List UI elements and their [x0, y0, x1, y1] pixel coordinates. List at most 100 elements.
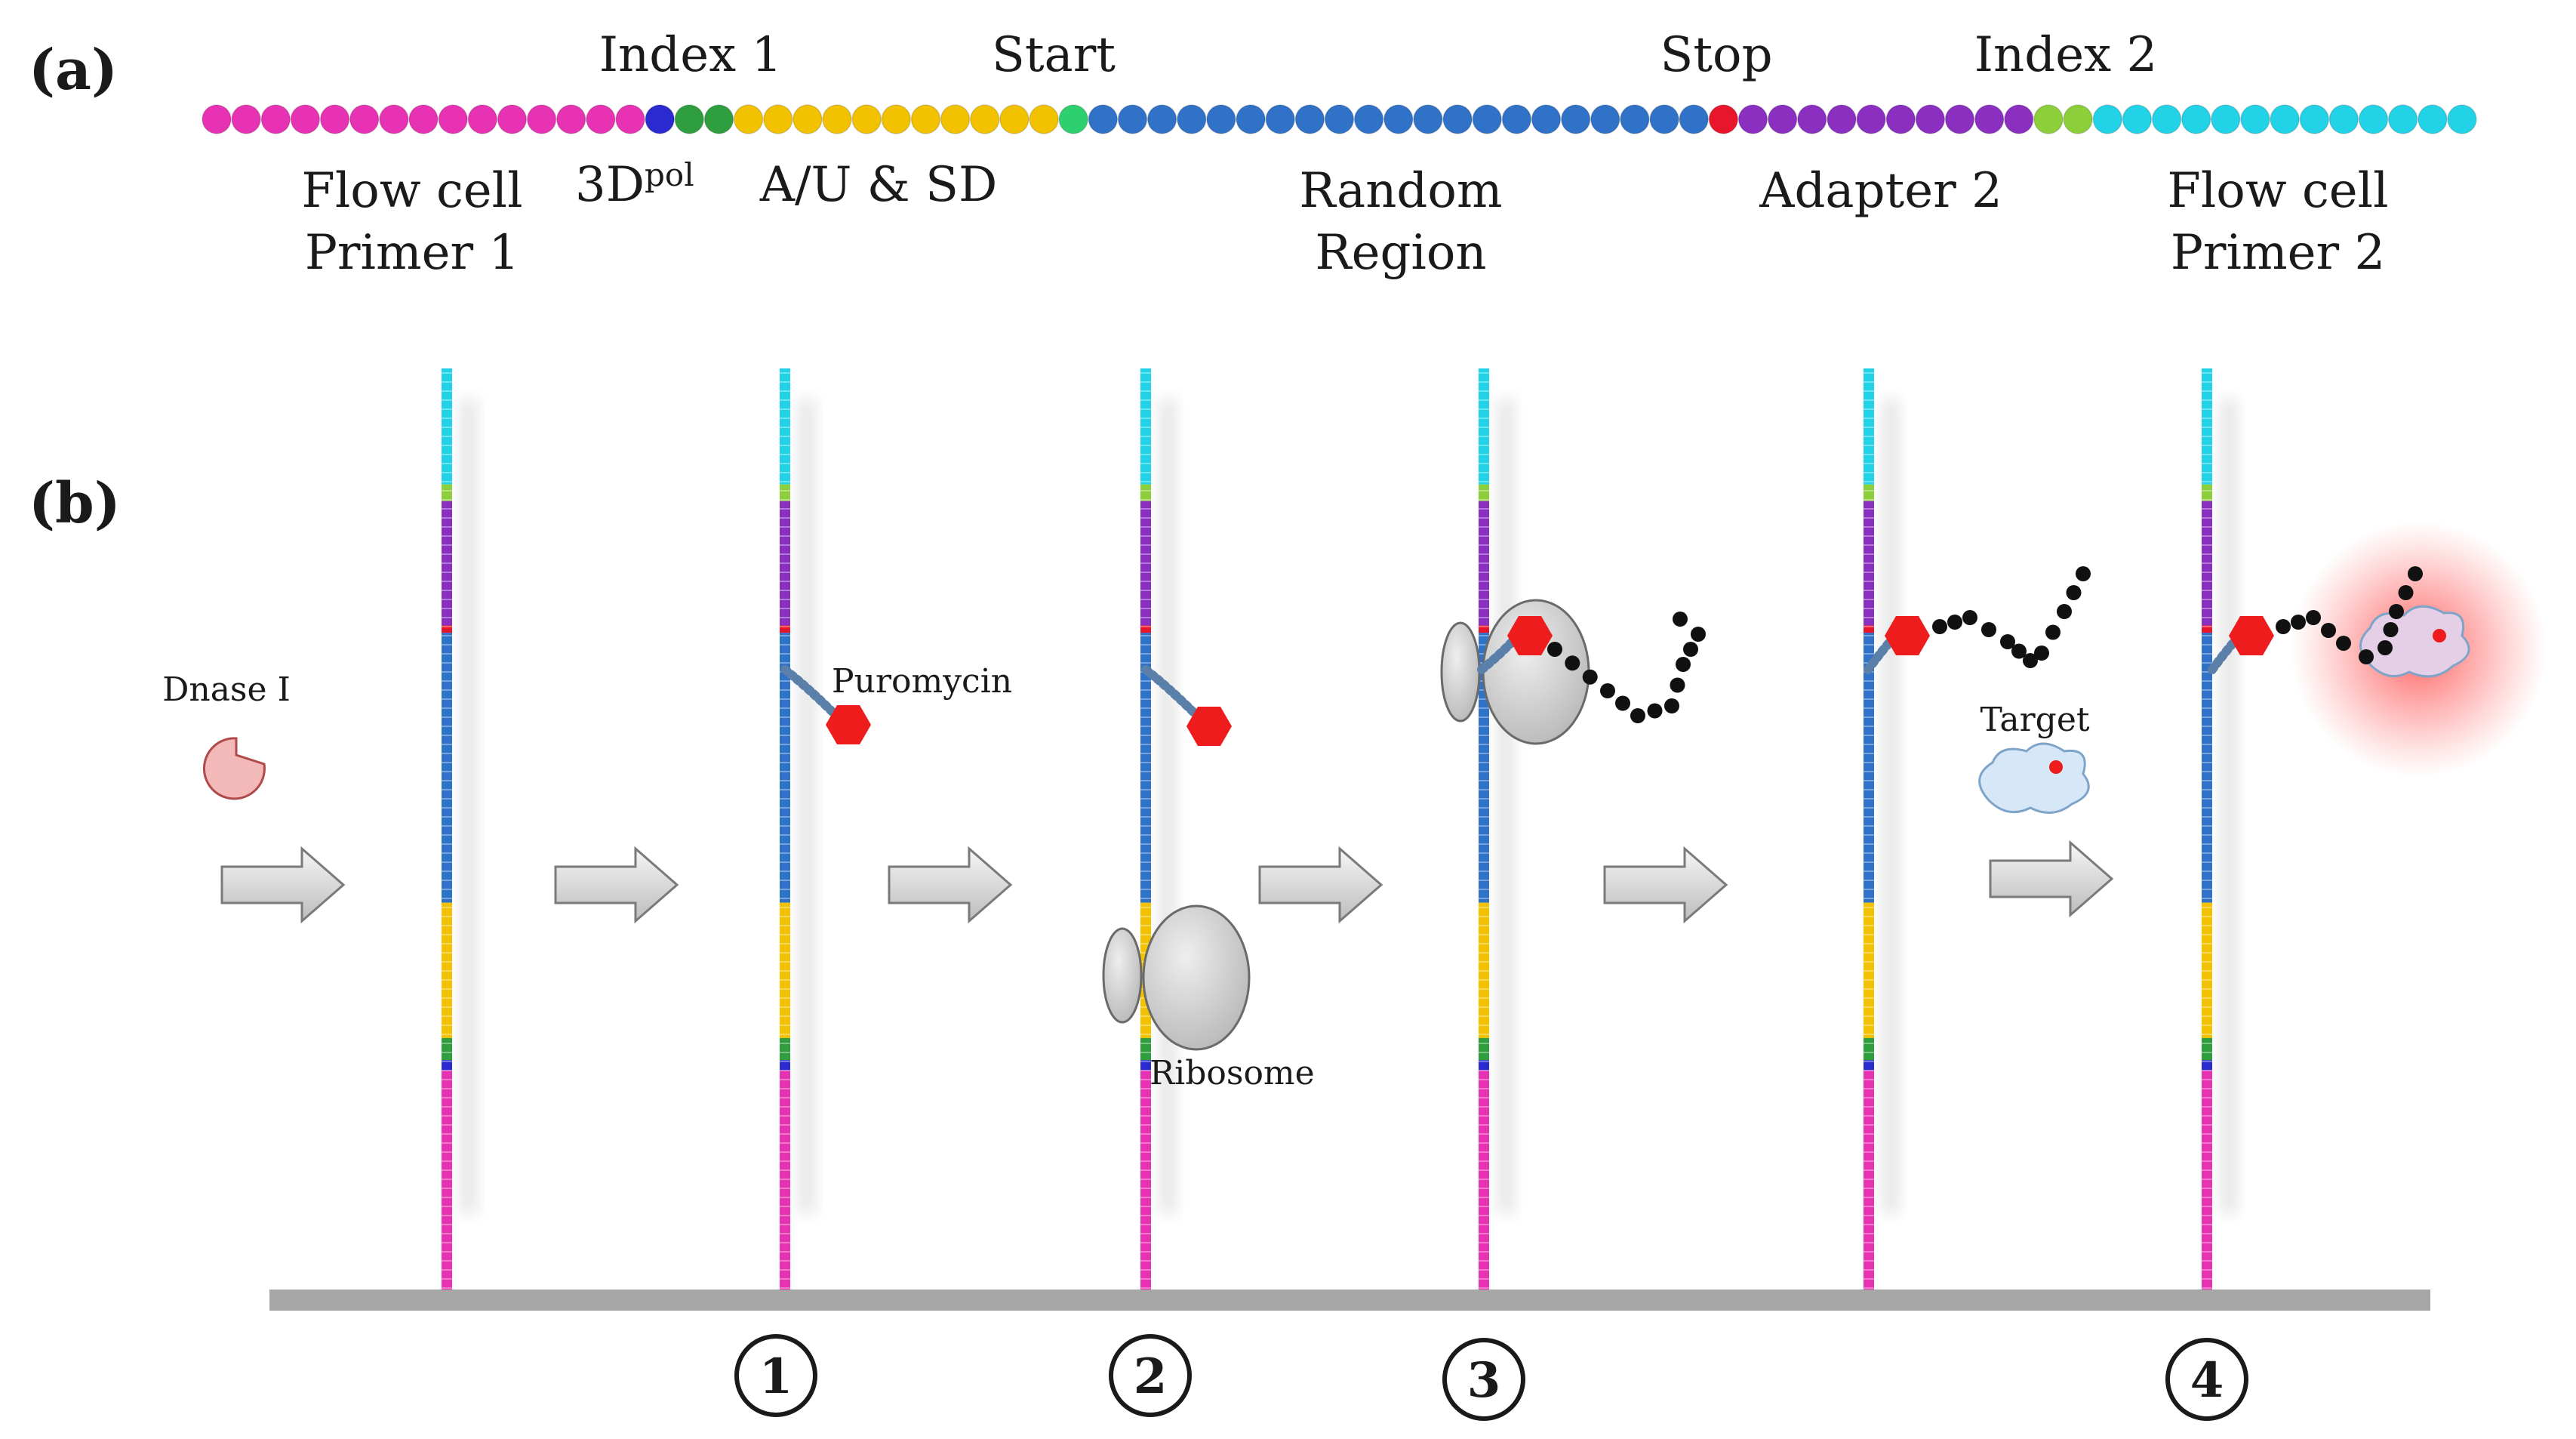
bead-flow-cell-primer-2	[2151, 104, 2182, 134]
label-flow-cell-primer-2-line2: Primer 2	[2171, 225, 2385, 281]
peptide-bead	[1673, 612, 1688, 627]
strand-2-index-1	[780, 1037, 790, 1061]
bead-au-sd	[940, 104, 971, 134]
strand-shadow	[460, 399, 477, 1214]
strand-1-index-1	[442, 1037, 452, 1061]
puromycin-hexagon-2-icon	[1186, 707, 1232, 746]
process-arrow-4	[1258, 846, 1383, 924]
bead-random-region	[1472, 104, 1502, 134]
peptide-bead	[2389, 604, 2404, 619]
bead-random-region	[1294, 104, 1325, 134]
label-random-region-line2: Region	[1315, 225, 1486, 281]
strand-1-au-sd	[442, 902, 452, 1038]
bead-flow-cell-primer-2	[2240, 104, 2270, 134]
process-arrow-1	[220, 846, 346, 924]
strand-1-flow-cell-primer-2	[442, 368, 452, 485]
peptide-bead	[2321, 623, 2336, 638]
label-index-1: Index 1	[599, 27, 783, 83]
bead-flow-cell-primer-1	[586, 104, 616, 134]
bead-flow-cell-primer-2	[2328, 104, 2359, 134]
bead-stop	[1708, 104, 1739, 134]
bead-random-region	[1620, 104, 1650, 134]
strand-4-flow-cell-primer-1	[1479, 1070, 1489, 1290]
strand-2-flow-cell-primer-1	[780, 1070, 790, 1290]
label-flow-cell-primer-1-line2: Primer 1	[305, 225, 519, 281]
peptide-chain-4	[1932, 566, 2091, 668]
bead-au-sd	[999, 104, 1029, 134]
bead-flow-cell-primer-2	[2270, 104, 2300, 134]
strand-3-translation	[1440, 599, 1706, 745]
peptide-bead	[2336, 636, 2351, 651]
strand-6-random-region	[2202, 633, 2212, 903]
target-red-dot-icon	[2049, 760, 2063, 774]
bead-flow-cell-primer-1	[202, 104, 232, 134]
strand-5-target-binding	[2208, 521, 2547, 778]
bound-target-cloud-icon	[2359, 605, 2470, 678]
strand-1-stop	[442, 625, 452, 633]
puromycin-hexagon-3-icon	[1507, 616, 1553, 655]
strand-6-au-sd	[2202, 902, 2212, 1038]
target-cloud-icon	[1978, 742, 2090, 814]
dnase-i: Dnase I	[162, 670, 291, 800]
peptide-bead	[2276, 619, 2291, 634]
step-1-circle	[734, 1334, 817, 1417]
bead-adapter-2	[1797, 104, 1827, 134]
step-4-circle	[2165, 1338, 2248, 1421]
bead-flow-cell-primer-1	[231, 104, 261, 134]
process-arrow-2	[554, 846, 679, 924]
puromycin-hexagon-icon	[826, 705, 871, 744]
bead-random-region	[1117, 104, 1148, 134]
peptide-bead	[1981, 622, 1996, 637]
bead-adapter-2	[1915, 104, 1946, 134]
bead-flow-cell-primer-2	[2418, 104, 2448, 134]
process-arrow-5	[1603, 846, 1728, 924]
strand-4-stop	[1479, 625, 1489, 633]
panel-b-label: (b)	[29, 471, 121, 536]
peptide-bead	[1962, 610, 1977, 625]
peptide-bead	[2000, 634, 2015, 649]
panel-b: (b) Dnase I Puromycin	[29, 368, 2547, 1421]
strand-shadow	[1497, 399, 1514, 1214]
bead-random-region	[1383, 104, 1414, 134]
bead-random-region	[1177, 104, 1207, 134]
peptide-bead	[2291, 615, 2306, 630]
bead-random-region	[1413, 104, 1443, 134]
bead-adapter-2	[1737, 104, 1768, 134]
bead-random-region	[1236, 104, 1266, 134]
bead-flow-cell-primer-1	[379, 104, 409, 134]
process-arrow-6	[1989, 840, 2114, 918]
strand-2-3dpol	[780, 1060, 790, 1071]
strand-4-au-sd	[1479, 902, 1489, 1038]
dnase-label: Dnase I	[162, 670, 291, 709]
peptide-bead	[1683, 642, 1698, 657]
bead-random-region	[1146, 104, 1177, 134]
puromycin-label: Puromycin	[832, 662, 1012, 701]
strand-3-random-region	[1140, 633, 1151, 903]
flow-cell-surface	[269, 1290, 2430, 1311]
peptide-bead	[2066, 585, 2082, 600]
strand-6-stop	[2202, 625, 2212, 633]
strand-2-ribosome: Ribosome	[1102, 665, 1315, 1092]
peptide-bead	[1947, 615, 1962, 630]
peptide-bead	[2045, 624, 2060, 640]
peptide-bead	[1691, 627, 1706, 642]
strand-3-3dpol	[1140, 1060, 1151, 1071]
bead-au-sd	[851, 104, 882, 134]
bead-adapter-2	[1944, 104, 1975, 134]
strand-6-3dpol	[2202, 1060, 2212, 1071]
strand-1-flow-cell-primer-1	[442, 1070, 452, 1290]
bead-random-region	[1324, 104, 1355, 134]
label-3dpol-superscript: pol	[645, 156, 694, 193]
strand-4-adapter-2	[1479, 501, 1489, 626]
bead-flow-cell-primer-1	[438, 104, 468, 134]
bead-index-1	[703, 104, 734, 134]
step-3-number: 3	[1467, 1352, 1501, 1409]
label-au-sd: A/U & SD	[759, 157, 998, 213]
strand-6-flow-cell-primer-1	[2202, 1070, 2212, 1290]
puromycin-hexagon-4-icon	[1885, 616, 1930, 655]
strand-5-stop	[1864, 625, 1874, 633]
bead-au-sd	[733, 104, 764, 134]
bead-au-sd	[1029, 104, 1059, 134]
puromycin-hexagon-5-icon	[2229, 616, 2274, 655]
